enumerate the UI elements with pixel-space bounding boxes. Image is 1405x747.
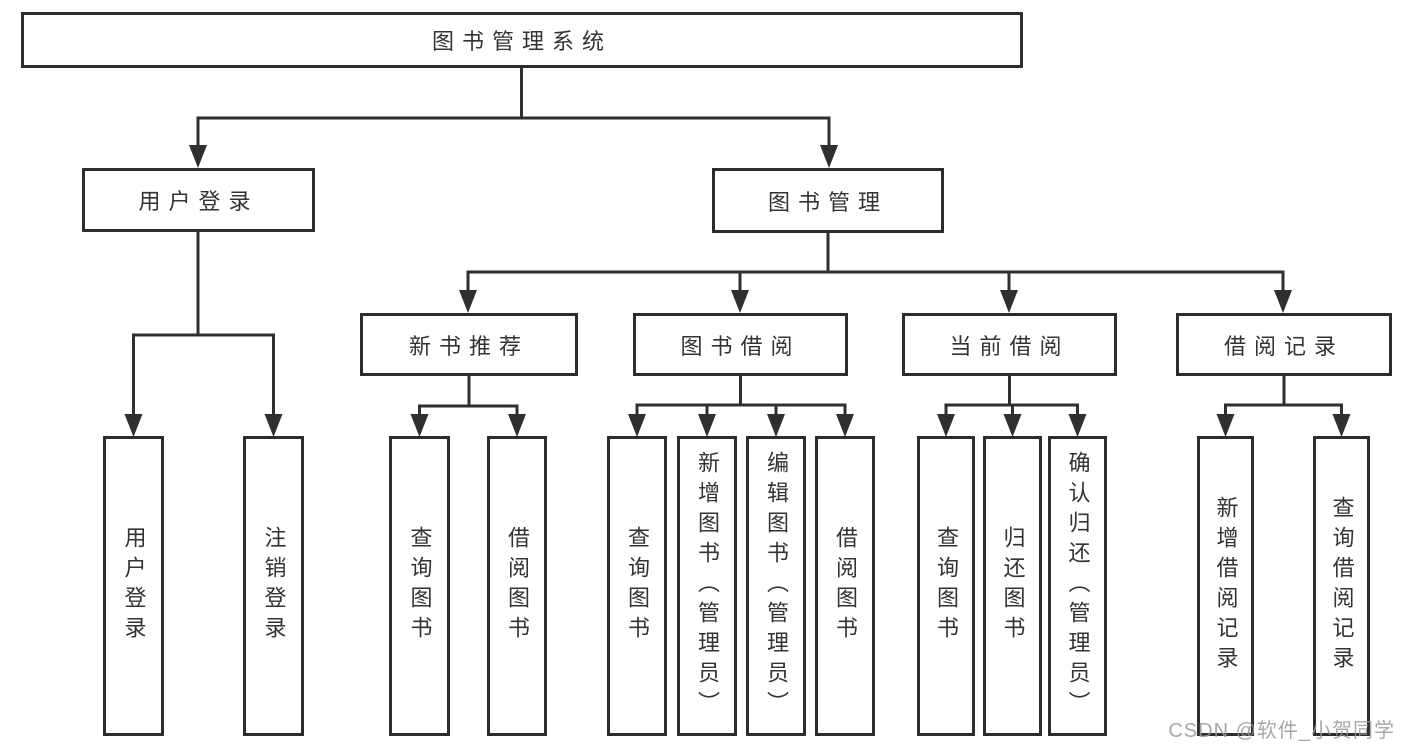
leaf-add-books-admin: 新增图书（管理员） — [677, 436, 737, 736]
leaf-logout: 注销登录 — [243, 436, 304, 736]
leaf-return-books-label: 归还图书 — [1000, 526, 1026, 646]
leaf-edit-books-admin-label: 编辑图书（管理员） — [764, 451, 789, 721]
leaf-borrow-books-label: 借阅图书 — [833, 526, 858, 646]
node-book-management-label: 图书管理 — [767, 189, 888, 215]
leaf-user-login-label: 用户登录 — [121, 526, 147, 646]
leaf-borrow-books-recommend: 借阅图书 — [487, 436, 547, 736]
node-book-management: 图书管理 — [712, 168, 944, 233]
node-new-book-recommend: 新书推荐 — [360, 313, 578, 376]
leaf-query-books-borrowing-label: 查询图书 — [625, 526, 650, 646]
leaf-query-borrow-record-label: 查询借阅记录 — [1329, 496, 1355, 676]
node-current-borrowing: 当前借阅 — [902, 313, 1117, 376]
node-root-system: 图书管理系统 — [21, 12, 1023, 68]
node-current-borrowing-label: 当前借阅 — [949, 333, 1070, 359]
leaf-add-borrow-record-label: 新增借阅记录 — [1213, 496, 1239, 676]
leaf-edit-books-admin: 编辑图书（管理员） — [746, 436, 806, 736]
leaf-return-books: 归还图书 — [983, 436, 1042, 736]
node-user-login-label: 用户登录 — [138, 189, 259, 214]
leaf-query-books-current-label: 查询图书 — [934, 526, 959, 646]
csdn-watermark: CSDN @软件_小贺同学 — [1168, 720, 1395, 742]
leaf-query-books-recommend: 查询图书 — [389, 436, 450, 736]
node-new-book-recommend-label: 新书推荐 — [408, 333, 529, 359]
node-user-login: 用户登录 — [82, 168, 315, 232]
leaf-add-books-admin-label: 新增图书（管理员） — [695, 451, 720, 721]
leaf-user-login: 用户登录 — [103, 436, 164, 736]
leaf-query-borrow-record: 查询借阅记录 — [1313, 436, 1370, 736]
node-book-borrowing-label: 图书借阅 — [680, 333, 801, 359]
node-borrowing-records-label: 借阅记录 — [1223, 333, 1344, 359]
node-root-label: 图书管理系统 — [431, 29, 612, 54]
leaf-borrow-books: 借阅图书 — [815, 436, 875, 736]
node-borrowing-records: 借阅记录 — [1176, 313, 1392, 376]
leaf-confirm-return-admin-label: 确认归还（管理员） — [1065, 451, 1091, 721]
leaf-confirm-return-admin: 确认归还（管理员） — [1048, 436, 1107, 736]
leaf-query-books-recommend-label: 查询图书 — [407, 526, 433, 646]
leaf-query-books-borrowing: 查询图书 — [607, 436, 667, 736]
leaf-borrow-books-recommend-label: 借阅图书 — [505, 526, 530, 646]
leaf-add-borrow-record: 新增借阅记录 — [1197, 436, 1254, 736]
node-book-borrowing: 图书借阅 — [633, 313, 848, 376]
leaf-query-books-current: 查询图书 — [917, 436, 975, 736]
leaf-logout-label: 注销登录 — [261, 526, 287, 646]
